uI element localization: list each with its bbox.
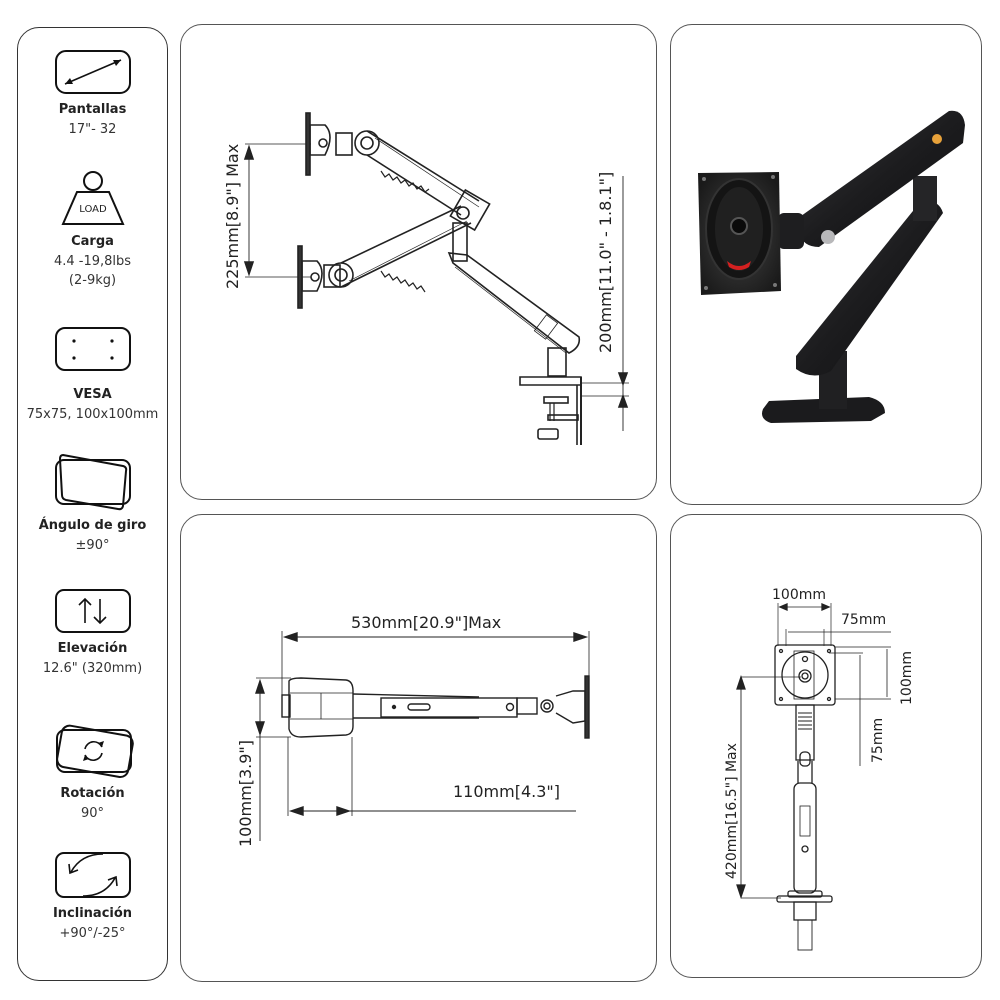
features-sidebar: Pantallas 17"- 32 LOAD Carga 4.4 -19,8lb… bbox=[17, 27, 168, 981]
vesa-outer-width-label: 100mm bbox=[772, 587, 826, 603]
feature-tilt: Inclinación +90°/-25° bbox=[18, 850, 167, 943]
feature-screen-size: Pantallas 17"- 32 bbox=[18, 48, 167, 139]
tilt-icon bbox=[54, 852, 131, 898]
vesa-pattern-icon bbox=[54, 327, 131, 371]
vesa-inner-height-label: 75mm bbox=[870, 718, 886, 763]
feature-title: Carga bbox=[71, 234, 114, 249]
height-range-label: 225mm[8.9"] Max bbox=[223, 144, 242, 289]
vesa-inner-width-label: 75mm bbox=[841, 612, 886, 628]
load-weight-icon: LOAD bbox=[60, 171, 125, 225]
side-view-diagram: 225mm[8.9"] Max 200mm[11.0" - 1.8.1"] bbox=[223, 112, 629, 445]
top-view-diagram: 530mm[20.9"]Max 100mm[3.9"] 110mm[4.3"] bbox=[236, 613, 590, 847]
feature-swivel: Ángulo de giro ±90° bbox=[18, 452, 167, 555]
swivel-angle-icon bbox=[54, 453, 131, 511]
feature-value: 17"- 32 bbox=[68, 122, 117, 137]
feature-elevation: Elevación 12.6" (320mm) bbox=[18, 587, 167, 678]
feature-title: Rotación bbox=[60, 786, 125, 801]
rotation-icon bbox=[55, 724, 134, 779]
feature-title: Pantallas bbox=[58, 102, 127, 117]
feature-value: +90°/-25° bbox=[59, 926, 126, 941]
monitor-arm-photo bbox=[698, 110, 965, 423]
feature-title: Elevación bbox=[57, 641, 128, 656]
base-depth-label: 100mm[3.9"] bbox=[236, 740, 255, 847]
feature-value: ±90° bbox=[75, 538, 110, 553]
base-width-label: 110mm[4.3"] bbox=[453, 782, 560, 801]
vesa-outer-height-label: 100mm bbox=[899, 651, 915, 705]
front-view-diagram-panel: 100mm 75mm 100mm 75mm 420mm[16.5"] Max bbox=[670, 514, 982, 978]
front-view-diagram: 100mm 75mm 100mm 75mm 420mm[16.5"] Max bbox=[724, 587, 915, 951]
max-height-label: 420mm[16.5"] Max bbox=[724, 743, 740, 879]
feature-value: 75x75, 100x100mm bbox=[26, 407, 159, 422]
feature-vesa: VESA 75x75, 100x100mm bbox=[18, 325, 167, 424]
svg-text:LOAD: LOAD bbox=[79, 204, 107, 215]
feature-value: 4.4 -19,8lbs bbox=[53, 254, 132, 269]
product-photo-panel bbox=[670, 24, 982, 505]
feature-title: Inclinación bbox=[52, 906, 133, 921]
pole-height-label: 200mm[11.0" - 1.8.1"] bbox=[596, 172, 615, 353]
top-view-diagram-panel: 530mm[20.9"]Max 100mm[3.9"] 110mm[4.3"] bbox=[180, 514, 657, 982]
feature-rotation: Rotación 90° bbox=[18, 722, 167, 823]
max-reach-label: 530mm[20.9"]Max bbox=[351, 613, 501, 632]
screen-size-icon bbox=[54, 50, 131, 94]
feature-value: (2-9kg) bbox=[68, 273, 117, 288]
feature-value: 12.6" (320mm) bbox=[42, 661, 143, 676]
feature-title: Ángulo de giro bbox=[38, 518, 147, 533]
feature-value: 90° bbox=[80, 806, 105, 821]
feature-title: VESA bbox=[73, 387, 112, 402]
height-adjust-icon bbox=[54, 589, 131, 633]
feature-load: LOAD Carga 4.4 -19,8lbs (2-9kg) bbox=[18, 170, 167, 290]
side-view-diagram-panel: 225mm[8.9"] Max 200mm[11.0" - 1.8.1"] bbox=[180, 24, 657, 500]
